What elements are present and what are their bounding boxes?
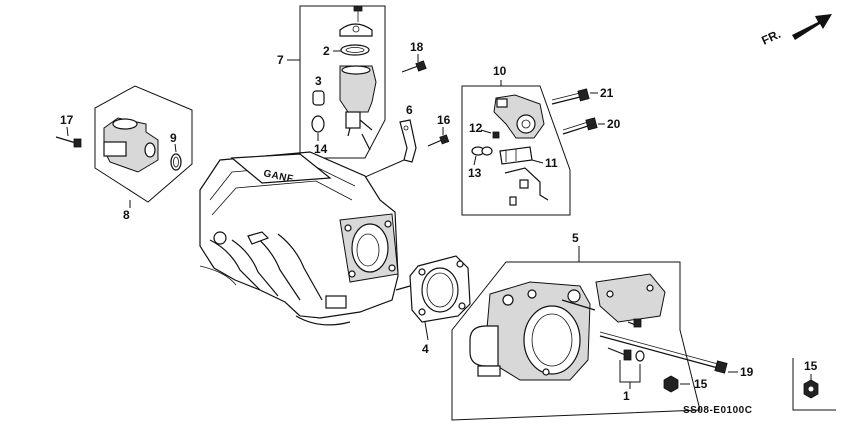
group-7-frame [299,5,386,159]
bolt-19: 19 [599,331,754,379]
nut-15-separate: 15 [792,358,836,411]
callout-16: 16 [437,113,451,127]
group-5-frame [451,261,701,421]
callout-11: 11 [545,156,558,170]
callout-7: 7 [277,53,284,67]
intake-manifold: GANF [199,151,399,326]
callout-21: 21 [600,86,614,100]
callout-14: 14 [314,142,328,156]
bolt-16: 16 [427,113,451,147]
front-arrow-icon [792,14,832,40]
bolt-17: 17 [55,113,82,148]
bolt-20: 20 [562,117,621,135]
callout-3: 3 [315,74,322,88]
sensor-assembly-group: 10 12 13 11 [461,64,571,216]
front-direction-indicator: FR. [759,14,832,48]
callout-15-separate: 15 [804,359,818,373]
callout-18: 18 [410,40,424,54]
bolt-21: 21 [551,86,614,105]
callout-6: 6 [406,103,413,117]
callout-8: 8 [123,208,130,222]
callout-5: 5 [572,231,579,245]
throttle-gasket: 4 [395,255,471,356]
callout-13: 13 [468,166,482,180]
callout-19: 19 [740,365,754,379]
callout-10: 10 [493,64,507,78]
callout-17: 17 [60,113,74,127]
separate-part-frame [792,358,836,411]
air-valve-assembly-group: 8 9 [94,85,193,222]
callout-9: 9 [170,131,177,145]
bolt-18: 18 [401,40,427,73]
callout-20: 20 [607,117,621,131]
callout-4: 4 [422,342,429,356]
iacv-assembly-group: 7 2 3 14 [277,5,386,159]
direction-label: FR. [759,27,782,48]
throttle-body-group: 5 1 [451,231,701,421]
group-8-frame [94,85,193,203]
callout-1: 1 [623,389,630,403]
callout-2: 2 [323,44,330,58]
diagram-code: SS08-E0100C [683,405,752,416]
nut-15-installed: 15 [663,375,708,393]
group-10-frame [461,85,571,216]
callout-15-installed: 15 [694,377,708,391]
callout-12: 12 [469,121,483,135]
